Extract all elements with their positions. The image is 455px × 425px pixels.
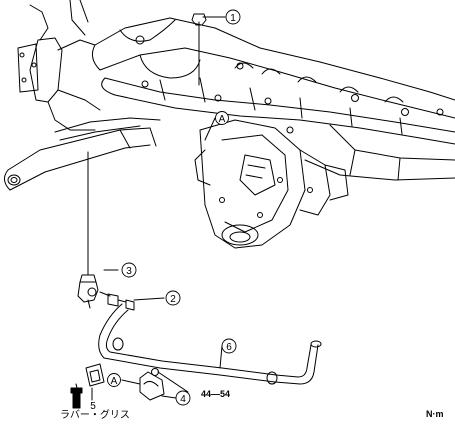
callout-3-circle: [121, 262, 137, 278]
reference-a-lower-label: A: [111, 376, 118, 387]
nut-1-drawing: [191, 13, 207, 26]
reference-a-upper-label: A: [219, 114, 226, 125]
callout-1-circle: [225, 9, 241, 25]
callout-6-circle: [221, 338, 237, 354]
lower-arm-drawing: [4, 117, 161, 191]
callout-3-label: 3: [126, 266, 132, 277]
bracket-4-drawing: [121, 368, 189, 401]
callout-4-label: 4: [180, 394, 186, 405]
callout-6-label: 6: [226, 342, 232, 353]
stabilizer-bar-drawing: [98, 303, 322, 385]
reference-a-upper-circle: [215, 111, 229, 125]
stabilizer-link-drawing: [77, 269, 119, 309]
rubber-grease-label: ラバー・グリス: [60, 410, 130, 421]
reference-a-lower-circle: [107, 373, 121, 387]
torque-unit-label: N·m: [426, 409, 444, 419]
rear-crossmember-drawing: [91, 17, 455, 181]
callout-2-circle: [165, 290, 181, 306]
callout-5-label: 5: [90, 401, 96, 412]
callout-4-circle: [175, 390, 191, 406]
bushing-5-drawing: [85, 363, 105, 401]
callout-1-label: 1: [230, 13, 236, 24]
torque-spec: 44—54: [201, 389, 231, 399]
nut-2-drawing: [107, 293, 165, 311]
differential-drawing: [194, 119, 349, 249]
callout-2-label: 2: [170, 294, 176, 305]
knuckle-hub-drawing: [17, 0, 101, 131]
leader-lines: [87, 16, 226, 276]
grease-tube-icon: [70, 383, 83, 409]
